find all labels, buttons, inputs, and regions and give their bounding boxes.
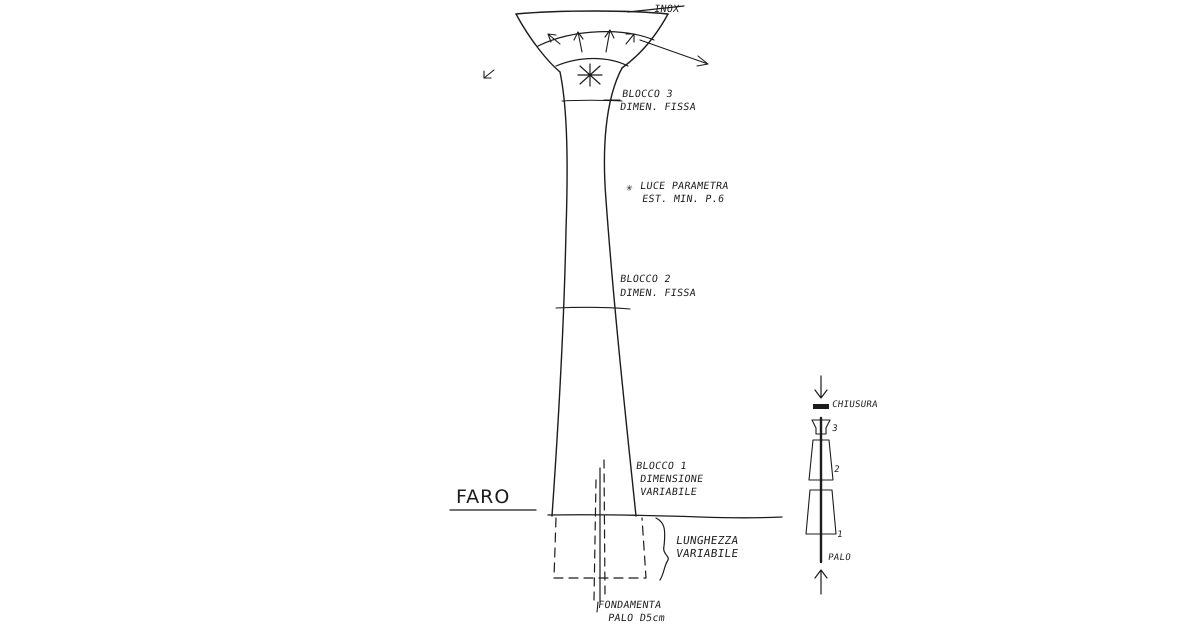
block3-divider [561,99,623,102]
label-lunghezza-title: LUNGHEZZA [675,534,740,547]
lamp-head-left [515,13,561,73]
light-arrow-out-right [639,39,709,67]
light-arrow-3 [547,33,561,45]
label-blocco2-sub: DIMEN. FISSA [619,288,697,299]
label-blocco1-sub2: VARIABILE [639,487,698,498]
pole-dashed-right [603,459,606,596]
label-fondamenta-title: FONDAMENTA [597,600,663,611]
bottom-arrow-icon [814,569,828,595]
light-arrow-1 [573,31,584,53]
light-arrow-4 [625,33,635,45]
lamp-head-inner-curve [537,31,655,47]
label-inox: INOX [653,4,681,15]
lunghezza-bracket [655,517,669,581]
lamp-head-inox-line [627,5,685,13]
light-star-icon [577,63,603,87]
label-chiusura: CHIUSURA [831,400,879,410]
label-blocco1-title: BLOCCO 1 [635,461,688,472]
label-faro: FARO [456,486,511,508]
shaft-left-edge [551,71,568,517]
exploded-diagram [805,375,837,595]
block2-divider [555,306,631,310]
mini-block1 [805,489,837,535]
foundation-leader [596,601,599,613]
ground-line [547,514,783,519]
label-blocco3-title: BLOCCO 3 [621,89,674,100]
label-blocco3-sub: DIMEN. FISSA [619,102,697,113]
shaft-right-edge [603,67,637,517]
label-luce-title: LUCE PARAMETRA [639,181,730,192]
mini-block3 [811,419,831,435]
chiusura-cap [813,404,829,409]
label-luce-sub: EST. MIN. P.6 [641,194,726,205]
label-fondamenta-sub: PALO D5cm [607,613,666,624]
label-palo: PALO [827,553,852,563]
lamp-post [449,5,783,613]
label-lunghezza-sub: VARIABILE [675,547,740,560]
label-blocco1-sub1: DIMENSIONE [639,474,705,485]
label-blocco2-title: BLOCCO 2 [619,274,672,285]
light-arrow-2 [604,29,615,53]
lamp-head-right [621,13,669,69]
light-arrow-out-left [483,69,495,79]
lamp-head-dish [515,10,669,15]
mini-block2 [808,439,834,481]
pole-dashed-left [593,479,597,601]
lamp-head-lower-curve [555,57,629,67]
top-arrow-icon [814,375,828,399]
